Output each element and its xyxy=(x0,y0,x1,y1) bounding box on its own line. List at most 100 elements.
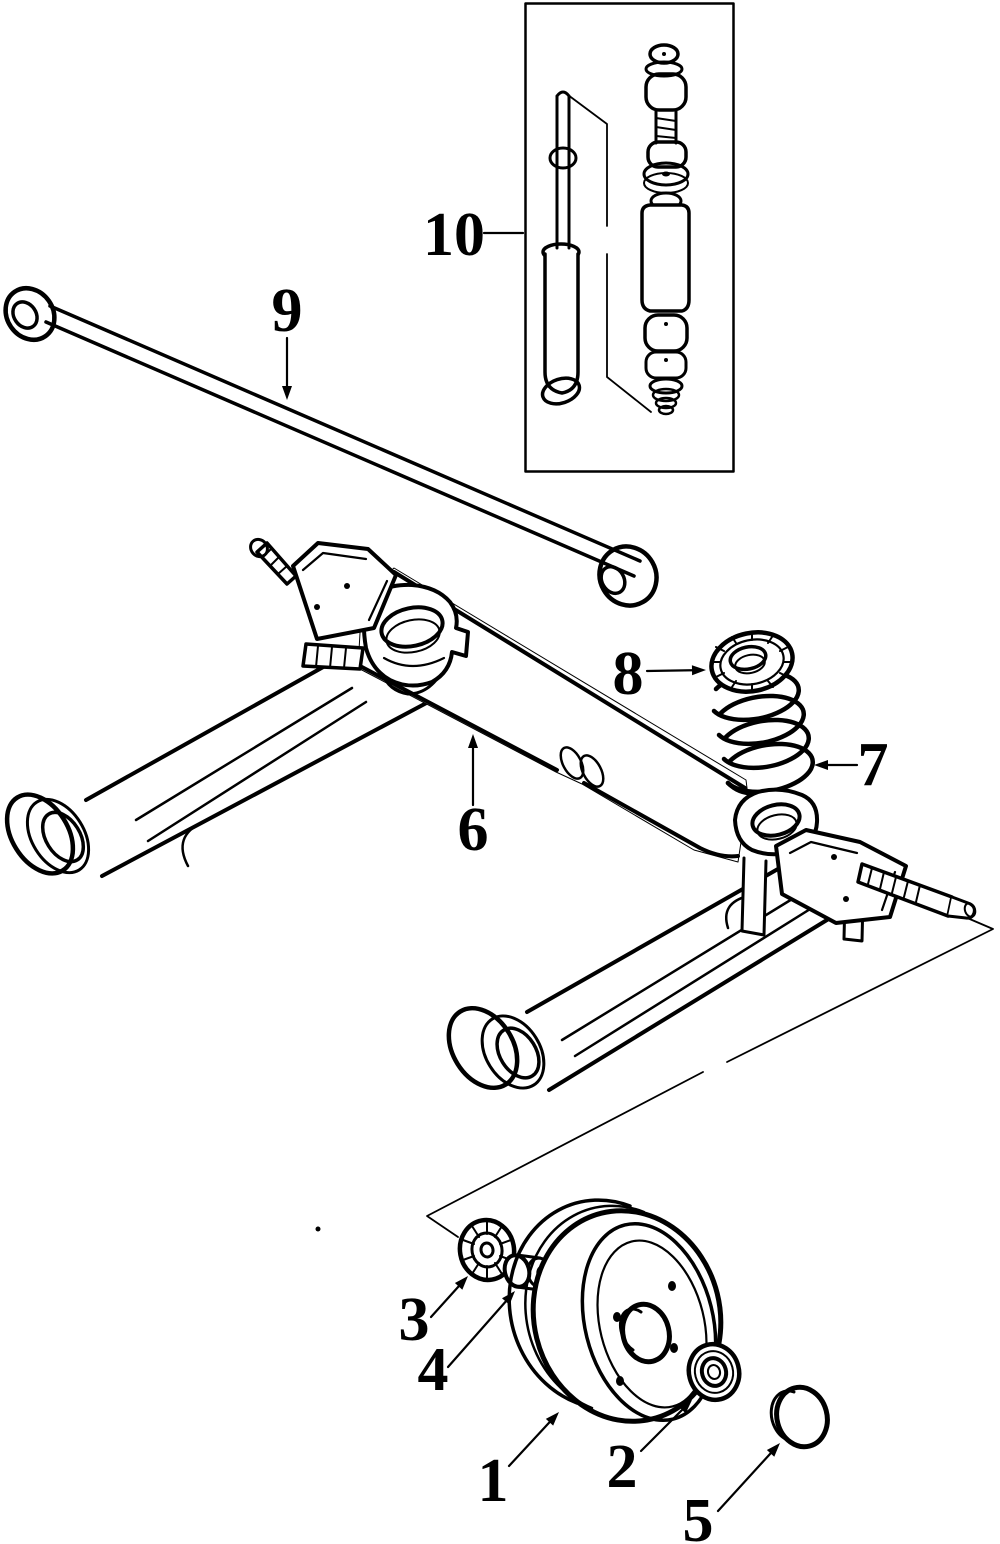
spring-coil xyxy=(716,693,807,747)
callout-2-arrowhead xyxy=(678,1400,692,1414)
brake-drum-drawing xyxy=(507,1198,724,1424)
drum-side-ridge xyxy=(507,1198,632,1405)
left-seat-oval-depth xyxy=(385,618,441,654)
callout-9-label[interactable]: 9 xyxy=(272,277,303,345)
callout-9-arrowhead xyxy=(282,386,292,400)
track-bar-tube xyxy=(44,304,642,578)
cone-disc xyxy=(651,387,681,403)
grease-cap-drawing xyxy=(769,1384,830,1450)
insulator-segments xyxy=(710,632,794,692)
callout-5[interactable]: 5 xyxy=(683,1443,781,1544)
spring-coil xyxy=(721,717,812,771)
callout-1-label[interactable]: 1 xyxy=(478,1447,509,1515)
cup-washer xyxy=(642,161,690,187)
callout-4-label[interactable]: 4 xyxy=(418,1336,449,1404)
insulator-hole-depth xyxy=(734,653,766,675)
right-shock-tab xyxy=(740,856,768,937)
left-spring-seat-drawing xyxy=(362,582,470,696)
spring-insulator-drawing xyxy=(709,630,795,694)
insulator-hole xyxy=(728,644,768,672)
callout-6-label[interactable]: 6 xyxy=(458,796,489,864)
callout-4-arrowhead xyxy=(501,1291,515,1305)
right-arm-bushing-bore xyxy=(495,1026,541,1080)
callout-5-arrowhead xyxy=(766,1443,780,1457)
callout-8-label[interactable]: 8 xyxy=(613,640,644,708)
callout-9[interactable]: 9 xyxy=(272,277,303,400)
callout-2[interactable]: 2 xyxy=(607,1400,693,1501)
left-shock-tab-ribs xyxy=(315,645,347,669)
callout-7-label[interactable]: 7 xyxy=(858,731,889,799)
right-plate-bolt xyxy=(843,896,849,902)
wheel-bearing-drawing xyxy=(457,1217,517,1283)
stem-threads xyxy=(655,117,677,139)
drum-bolt-hole xyxy=(670,1343,678,1353)
callout-2-label[interactable]: 2 xyxy=(607,1433,638,1501)
left-seat-collar-arc xyxy=(382,656,446,668)
callout-4[interactable]: 4 xyxy=(418,1291,516,1404)
callout-8-leader xyxy=(645,669,694,673)
left-arm-bushing-face xyxy=(25,797,91,875)
callout-3[interactable]: 3 xyxy=(399,1276,469,1354)
left-arm-bottom-edge xyxy=(100,698,434,878)
callout-1-leader xyxy=(507,1421,551,1468)
seal-bore xyxy=(706,1364,722,1380)
callout-6[interactable]: 6 xyxy=(458,734,489,864)
callout-10[interactable]: 10 xyxy=(423,201,525,269)
callout-3-label[interactable]: 3 xyxy=(399,1286,430,1354)
track-bar-right-bushing-outer xyxy=(597,544,659,608)
left-trailing-arm-drawing xyxy=(4,650,434,878)
callout-7-arrowhead xyxy=(814,760,828,770)
left-arm-slot-hook xyxy=(181,820,205,868)
bearing-inner-ring xyxy=(470,1231,504,1269)
left-plate-inner-lines xyxy=(301,551,389,622)
drum-bolt-hole xyxy=(613,1312,621,1322)
left-spindle-plate-drawing xyxy=(249,537,398,671)
drum-hub-highlight xyxy=(618,1307,643,1352)
callout-7[interactable]: 7 xyxy=(814,731,889,799)
callout-4-leader xyxy=(446,1300,507,1369)
bearing-outer-ring xyxy=(457,1217,517,1283)
shock-rod-nut xyxy=(548,146,578,170)
callout-2-leader xyxy=(639,1408,684,1453)
shock-absorber-assembled-drawing xyxy=(540,90,652,413)
callout-5-label[interactable]: 5 xyxy=(683,1487,714,1544)
cone-disc xyxy=(654,396,678,410)
callout-6-arrowhead xyxy=(468,734,478,748)
right-arm-slot-lines xyxy=(560,891,817,1058)
callout-1-arrowhead xyxy=(545,1412,559,1426)
shock-plate-zigzag xyxy=(563,91,652,413)
seal-lip xyxy=(699,1356,729,1388)
damper-body xyxy=(640,203,691,313)
drum-bolt-hole xyxy=(668,1281,676,1291)
callout-10-label[interactable]: 10 xyxy=(423,201,485,269)
shock-rod xyxy=(555,90,571,250)
callout-layer: 1 2 34 5 6 7 8 9 10 xyxy=(272,201,889,1544)
drum-bolt-hole xyxy=(616,1376,624,1386)
bearing-cage-hatch xyxy=(462,1220,512,1280)
right-spindle-tip-end xyxy=(963,902,977,918)
callout-5-leader xyxy=(716,1452,772,1513)
right-plate-bolt xyxy=(831,854,837,860)
track-bar-left-bushing-outer xyxy=(3,285,57,343)
stem-bushing-lower xyxy=(646,140,688,169)
track-bar-drawing xyxy=(3,285,659,608)
right-arm-bushing-rim xyxy=(446,1005,520,1091)
shock-bottom-eye xyxy=(540,376,582,406)
shock-absorber-exploded-drawing xyxy=(640,43,691,416)
cap-inner-arc xyxy=(769,1389,796,1442)
callout-1[interactable]: 1 xyxy=(478,1412,560,1515)
stem-cap-dot xyxy=(662,52,666,56)
right-arm-bushing-face xyxy=(480,1014,546,1090)
callout-8-arrowhead xyxy=(691,665,706,676)
insulator-mid xyxy=(719,638,785,686)
bump-stop-lower xyxy=(644,350,688,380)
seal-ring xyxy=(693,1350,735,1394)
cone-disc xyxy=(648,377,684,395)
right-trailing-arm-drawing xyxy=(446,859,842,1092)
left-spindle-threads xyxy=(262,548,288,575)
left-arm-top-edge xyxy=(84,650,352,802)
left-arm-slot-lines xyxy=(134,686,368,843)
callout-8[interactable]: 8 xyxy=(613,640,707,708)
